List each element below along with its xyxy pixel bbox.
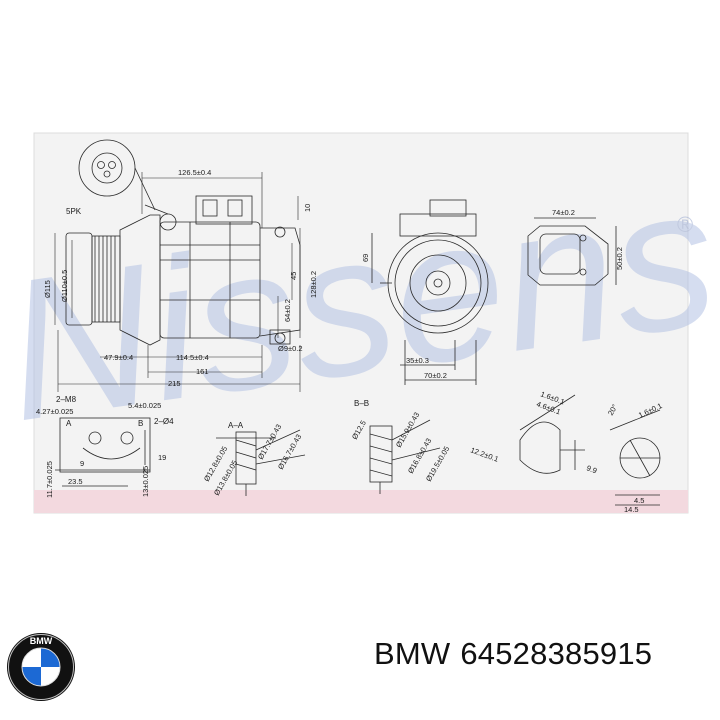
thread-label: 2–M8 xyxy=(56,395,77,404)
sheet-bottom-strip xyxy=(34,490,688,513)
dim-r-4-5: 4.5 xyxy=(634,496,644,505)
fitting-detail-1 xyxy=(519,394,585,474)
main-dimension-lines xyxy=(54,172,301,392)
dim-side-70: 70±0.2 xyxy=(424,371,447,380)
dim-23-5: 23.5 xyxy=(68,477,83,486)
section-b-view xyxy=(369,419,441,494)
dim-hub-diameter: Ø110±0.5 xyxy=(60,270,69,302)
dim-19: 19 xyxy=(158,453,166,462)
dim-r-14-5: 14.5 xyxy=(624,505,639,514)
flange-view xyxy=(527,217,617,286)
section-a-view xyxy=(216,429,306,496)
fitting-detail-2 xyxy=(609,409,661,506)
dim-pulley-diameter: Ø115 xyxy=(43,280,52,298)
brand-name: BMW xyxy=(374,636,451,671)
thread-label-2: 2–Ø4 xyxy=(154,417,174,426)
connector-detail xyxy=(78,139,156,211)
dim-flange-74: 74±0.2 xyxy=(552,208,575,217)
part-number: 64528385915 xyxy=(460,636,653,671)
dim-64: 64±0.2 xyxy=(283,299,292,322)
dim-length-161: 161 xyxy=(196,367,209,376)
dim-mount-1: 47.9±0.4 xyxy=(104,353,133,362)
dim-mount-2: 114.5±0.4 xyxy=(176,353,209,362)
dim-11-7: 11.7±0.025 xyxy=(45,461,54,498)
watermark-registered-mark: ® xyxy=(677,212,693,237)
dim-flange-50: 50±0.2 xyxy=(615,247,624,270)
dim-top-height: 10 xyxy=(303,204,312,212)
dim-4-27: 4.27±0.025 xyxy=(36,407,73,416)
dim-length-215: 215 xyxy=(168,379,181,388)
dim-r-9-9: 9.9 xyxy=(585,463,598,475)
point-b-label: B xyxy=(138,419,143,428)
dim-bolt-9: Ø9±0.2 xyxy=(278,344,303,353)
port-detail xyxy=(55,417,151,487)
compressor-end-view xyxy=(371,199,489,385)
dim-13: 13±0.025 xyxy=(141,466,150,497)
svg-text:BMW: BMW xyxy=(30,636,53,646)
dim-side-69: 69 xyxy=(361,254,370,262)
dim-45: 45 xyxy=(289,272,298,280)
point-a-label: A xyxy=(66,419,72,428)
dim-side-35: 35±0.3 xyxy=(406,356,429,365)
bmw-roundel-icon: BMW xyxy=(7,633,75,701)
dim-9: 9 xyxy=(80,459,84,468)
dim-128: 128±0.2 xyxy=(309,271,318,298)
belt-label: 5PK xyxy=(66,207,82,216)
part-caption: BMW 64528385915 xyxy=(374,636,652,672)
dim-top-length: 126.5±0.4 xyxy=(178,168,211,177)
section-a-label: A–A xyxy=(228,421,244,430)
section-b-label: B–B xyxy=(354,399,369,408)
dim-5-4: 5.4±0.025 xyxy=(128,401,161,410)
compressor-side-view xyxy=(65,195,301,346)
